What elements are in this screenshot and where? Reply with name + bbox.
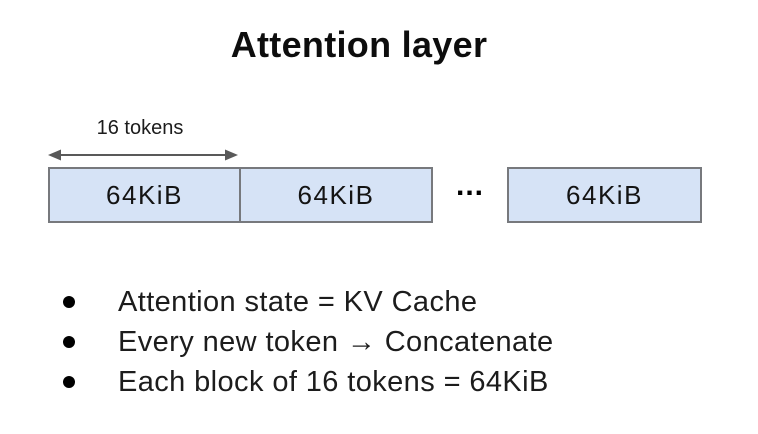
- kv-block-label: 64KiB: [106, 179, 183, 210]
- bullet-dot-icon: [63, 296, 75, 308]
- kv-block-label: 64KiB: [566, 179, 643, 210]
- bullet-item: Each block of 16 tokens = 64KiB: [63, 362, 554, 402]
- ellipsis: ...: [433, 167, 507, 223]
- bullet-text: Every new token → Concatenate: [118, 325, 554, 358]
- tokens-measure-label: 16 tokens: [96, 117, 184, 139]
- bullet-text: Attention state = KV Cache: [118, 285, 478, 318]
- double-arrow-icon: [48, 149, 238, 161]
- bullet-item: Attention state = KV Cache: [63, 282, 554, 322]
- bullet-text: Each block of 16 tokens = 64KiB: [118, 365, 549, 398]
- ellipsis-dots: ...: [455, 169, 484, 202]
- bullet-item: Every new token → Concatenate: [63, 322, 554, 362]
- bullet-dot-icon: [63, 376, 75, 388]
- bullet-dot-icon: [63, 336, 75, 348]
- slide-title: Attention layer: [230, 24, 488, 65]
- kv-block-label: 64KiB: [297, 179, 375, 210]
- bullet-list: Attention state = KV Cache Every new tok…: [63, 282, 554, 402]
- kv-cache-block: 64KiB: [507, 167, 702, 223]
- kv-cache-block: 64KiB: [48, 167, 241, 223]
- kv-cache-block: 64KiB: [239, 167, 433, 223]
